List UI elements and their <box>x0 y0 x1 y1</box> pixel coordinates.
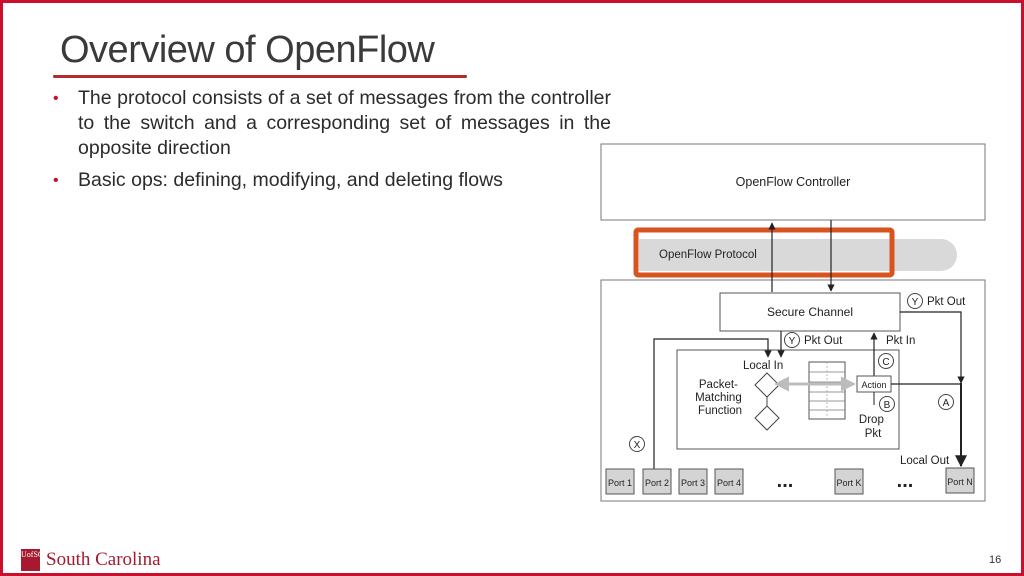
port-1-label: Port 1 <box>608 478 632 488</box>
packet-matching-line-2: Matching <box>695 392 742 404</box>
bullet-dot-icon: • <box>53 172 59 189</box>
port-2-label: Port 2 <box>645 478 669 488</box>
port-n-label: Port N <box>947 477 973 487</box>
pkt-out-to-port-n-line <box>900 311 965 384</box>
bullet-text: Basic ops: defining, modifying, and dele… <box>78 169 503 191</box>
page-number: 16 <box>989 554 1002 566</box>
pipeline-box <box>676 349 900 450</box>
pkt-in-label: Pkt In <box>886 335 915 347</box>
port-k: Port K <box>834 468 864 495</box>
ports-ellipsis-right: ... <box>897 470 914 492</box>
protocol-band <box>639 239 957 271</box>
port-4: Port 4 <box>714 468 744 495</box>
marker-c <box>878 353 894 369</box>
controller-label: OpenFlow Controller <box>736 175 851 189</box>
packet-matching-label: Packet- Matching Function <box>695 379 745 417</box>
packet-matching-line-1: Packet- <box>699 379 738 391</box>
bullet-dot-icon: • <box>53 90 59 107</box>
openflow-diagram: OpenFlow Controller OpenFlow Protocol Se… <box>600 143 986 502</box>
logo-text: South Carolina <box>46 549 161 570</box>
bullet-text: The protocol consists of a set of messag… <box>78 87 611 159</box>
drop-pkt-line-2: Pkt <box>865 428 882 440</box>
ports-ellipsis-left: ... <box>777 470 794 492</box>
bullet-item: • The protocol consists of a set of mess… <box>51 86 611 161</box>
marker-y-mid <box>784 332 800 348</box>
local-in-label: Local In <box>743 360 783 372</box>
controller-box <box>600 143 986 221</box>
secure-channel-label: Secure Channel <box>767 305 853 319</box>
decision-diamond-lower <box>754 405 780 431</box>
marker-x <box>629 436 645 452</box>
marker-b-label: B <box>884 400 891 411</box>
marker-b <box>879 396 895 412</box>
port-n: Port N <box>945 467 975 494</box>
pkt-out-top-label: Pkt Out <box>927 296 966 308</box>
packet-matching-line-3: Function <box>698 405 742 417</box>
bullet-item: • Basic ops: defining, modifying, and de… <box>51 168 611 193</box>
marker-c-label: C <box>882 357 889 368</box>
secure-channel-box <box>719 292 901 332</box>
port-2: Port 2 <box>642 468 672 495</box>
marker-y-top <box>907 293 923 309</box>
logo-mark-icon: UofSC <box>21 549 43 571</box>
marker-y-mid-label: Y <box>789 336 796 347</box>
marker-x-label: X <box>634 440 641 451</box>
port-3-label: Port 3 <box>681 478 705 488</box>
flow-table <box>808 361 846 420</box>
marker-a <box>938 394 954 410</box>
marker-a-label: A <box>943 398 950 409</box>
port-k-label: Port K <box>836 478 861 488</box>
port-3: Port 3 <box>678 468 708 495</box>
protocol-highlight-box <box>633 227 895 278</box>
port-1: Port 1 <box>605 468 635 495</box>
protocol-label: OpenFlow Protocol <box>659 249 757 261</box>
slide-title: Overview of OpenFlow <box>60 29 435 71</box>
university-logo: UofSC South Carolina <box>21 549 161 571</box>
drop-pkt-line-1: Drop <box>859 414 884 426</box>
local-out-label: Local Out <box>900 455 950 467</box>
title-underline <box>53 75 467 78</box>
port-4-label: Port 4 <box>717 478 741 488</box>
port2-to-local-in-line <box>653 338 772 469</box>
bullet-list: • The protocol consists of a set of mess… <box>51 86 611 200</box>
drop-pkt-label: Drop Pkt <box>859 414 887 440</box>
marker-y-top-label: Y <box>912 297 919 308</box>
pkt-out-mid-label: Pkt Out <box>804 335 843 347</box>
action-label: Action <box>861 380 886 390</box>
